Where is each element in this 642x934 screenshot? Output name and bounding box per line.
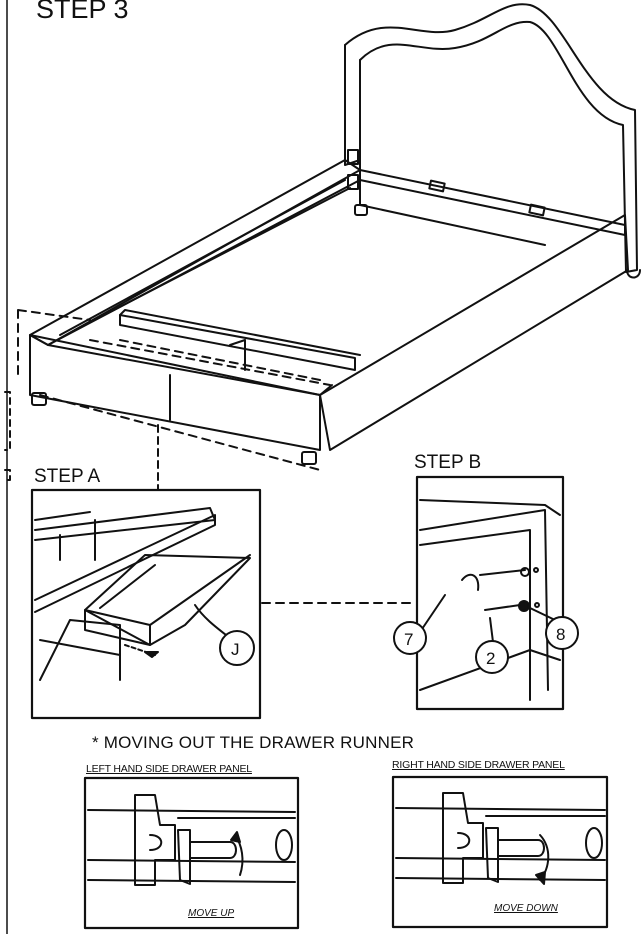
move-up-instruction: MOVE UP bbox=[188, 908, 235, 919]
callout-circle-7 bbox=[393, 621, 427, 655]
step-b-label: STEP B bbox=[414, 452, 482, 473]
callout-j: J bbox=[231, 640, 240, 659]
right-runner-frame bbox=[391, 775, 609, 929]
step-a-label: STEP A bbox=[34, 466, 101, 487]
headboard bbox=[344, 3, 638, 273]
drawer-position-outline bbox=[17, 309, 331, 471]
step-a-frame bbox=[30, 488, 262, 720]
left-runner-caption: LEFT HAND SIDE DRAWER PANEL bbox=[86, 763, 252, 775]
callout-circle-j bbox=[219, 630, 255, 666]
callout-8: 8 bbox=[556, 625, 565, 644]
callout-7: 7 bbox=[404, 630, 413, 649]
callout-2: 2 bbox=[486, 649, 495, 668]
step-b-frame bbox=[415, 475, 565, 711]
runner-heading: * MOVING OUT THE DRAWER RUNNER bbox=[92, 733, 415, 752]
move-down-instruction: MOVE DOWN bbox=[494, 903, 558, 914]
left-runner-diagram bbox=[83, 776, 300, 930]
right-runner-caption: RIGHT HAND SIDE DRAWER PANEL bbox=[392, 759, 565, 771]
leg-back bbox=[354, 204, 368, 216]
footboard bbox=[29, 334, 321, 451]
step-a-diagram: J bbox=[30, 488, 262, 720]
right-runner-diagram bbox=[391, 775, 609, 929]
left-side-rail bbox=[29, 159, 361, 346]
bed-illustration bbox=[4, 3, 641, 491]
leg-front-right bbox=[301, 451, 317, 465]
drawer-j bbox=[84, 554, 251, 646]
leg-front-left bbox=[31, 392, 47, 406]
right-side-rail bbox=[319, 214, 629, 451]
step-b-diagram: 7 2 8 bbox=[393, 475, 579, 711]
callout-circle-8 bbox=[545, 616, 579, 650]
left-runner-frame bbox=[83, 776, 300, 930]
callout-circle-2 bbox=[475, 640, 509, 674]
step-title: STEP 3 bbox=[36, 0, 129, 24]
